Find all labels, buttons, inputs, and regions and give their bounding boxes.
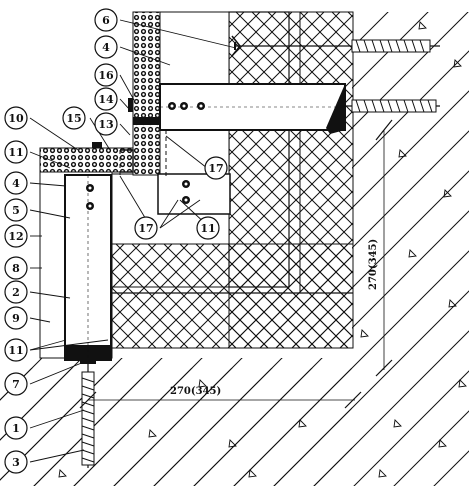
- outline-dashes: [119, 130, 167, 178]
- callout-number: 5: [12, 204, 20, 217]
- callout-c12: 12: [4, 224, 28, 248]
- callout-circle: [4, 338, 28, 362]
- callout-c16: 16: [94, 63, 118, 87]
- callout-circle: [4, 140, 28, 164]
- callout-c1: 1: [4, 416, 28, 440]
- aggregate-mark: [198, 379, 207, 388]
- aggregate-mark: [448, 299, 457, 308]
- callout-number: 14: [98, 93, 114, 106]
- callout-number: 7: [12, 378, 20, 391]
- anchor-bolts: [80, 35, 440, 468]
- callout-c7: 7: [4, 372, 28, 396]
- corner-fittings: [120, 117, 231, 215]
- aggregate-mark: [360, 329, 369, 338]
- callout-c13: 13: [94, 112, 118, 136]
- callout-c6: 6: [94, 8, 118, 32]
- callout-number: 15: [66, 112, 81, 125]
- callout-number: 8: [12, 262, 20, 275]
- callout-circle: [4, 106, 28, 130]
- callout-c9: 9: [4, 306, 28, 330]
- anchor-bolt-middle: [340, 99, 440, 113]
- callout-c11a: 11: [4, 140, 28, 164]
- callout-c14: 14: [94, 87, 118, 111]
- callout-c5: 5: [4, 198, 28, 222]
- aggregate-mark: [148, 429, 157, 438]
- callout-c15: 15: [62, 106, 86, 130]
- callout-circle: [4, 372, 28, 396]
- aggregate-mark: [58, 469, 67, 478]
- callout-number: 13: [98, 118, 113, 131]
- anchor-bolt-upper: [231, 35, 440, 57]
- callout-circle: [62, 106, 86, 130]
- callout-c11b: 11: [4, 338, 28, 362]
- horizontal-dimension-label: 270(345): [170, 386, 221, 397]
- callout-circle: [4, 198, 28, 222]
- aggregate-mark: [393, 419, 402, 428]
- callout-circle: [94, 87, 118, 111]
- callout-circle: [4, 171, 28, 195]
- callout-circle: [94, 63, 118, 87]
- concrete-aggregate-marks: [58, 21, 467, 478]
- callout-number: 4: [12, 177, 20, 190]
- aggregate-mark: [398, 149, 407, 158]
- dimension-lines: 270(345) 270(345): [79, 119, 393, 409]
- callout-number: 2: [12, 286, 20, 299]
- callout-number: 11: [8, 146, 23, 159]
- callout-c3: 3: [4, 450, 28, 474]
- callout-number: 9: [12, 312, 20, 325]
- sealant-joints: [92, 98, 133, 148]
- callout-circle: [4, 416, 28, 440]
- callout-circle: [4, 224, 28, 248]
- callout-circle: [204, 156, 228, 180]
- aggregate-mark: [453, 59, 462, 68]
- callout-circle: [94, 8, 118, 32]
- callout-circle: [4, 280, 28, 304]
- callout-number: 16: [98, 69, 114, 82]
- callout-circle: [94, 112, 118, 136]
- aggregate-mark: [378, 469, 387, 478]
- masonry-infill: [111, 11, 354, 349]
- callout-c11c: 11: [196, 216, 220, 240]
- callout-number: 17: [208, 162, 223, 175]
- callout-c8: 8: [4, 256, 28, 280]
- callout-number: 10: [8, 112, 24, 125]
- lower-bracket: [64, 174, 112, 361]
- callout-circle: [4, 450, 28, 474]
- aggregate-mark: [248, 469, 257, 478]
- callout-circle: [4, 306, 28, 330]
- callout-c2: 2: [4, 280, 28, 304]
- callout-circle: [4, 256, 28, 280]
- callout-c17b: 17: [204, 156, 228, 180]
- callout-circle: [94, 35, 118, 59]
- callout-number: 6: [102, 14, 110, 27]
- callout-number: 4: [102, 41, 110, 54]
- aggregate-mark: [418, 21, 427, 30]
- aggregate-mark: [298, 419, 307, 428]
- callout-circle: [196, 216, 220, 240]
- aggregate-mark: [438, 439, 447, 448]
- callout-circle: [134, 216, 158, 240]
- callout-number: 1: [12, 422, 20, 435]
- callout-c10: 10: [4, 106, 28, 130]
- callout-number: 11: [200, 222, 215, 235]
- aggregate-mark: [443, 189, 452, 198]
- callout-number: 12: [8, 230, 23, 243]
- callout-c4a: 4: [94, 35, 118, 59]
- callout-number: 3: [12, 456, 20, 469]
- upper-bracket: [159, 83, 346, 134]
- callout-number: 11: [8, 344, 23, 357]
- aggregate-mark: [458, 379, 467, 388]
- concrete-structure: [0, 12, 469, 486]
- vertical-dimension-label: 270(345): [368, 239, 379, 290]
- callout-c4b: 4: [4, 171, 28, 195]
- callout-c17a: 17: [134, 216, 158, 240]
- anchor-bolt-lower: [80, 358, 96, 468]
- aggregate-mark: [408, 249, 417, 258]
- aggregate-mark: [228, 439, 237, 448]
- leader-lines: [29, 19, 237, 463]
- callout-number: 17: [138, 222, 153, 235]
